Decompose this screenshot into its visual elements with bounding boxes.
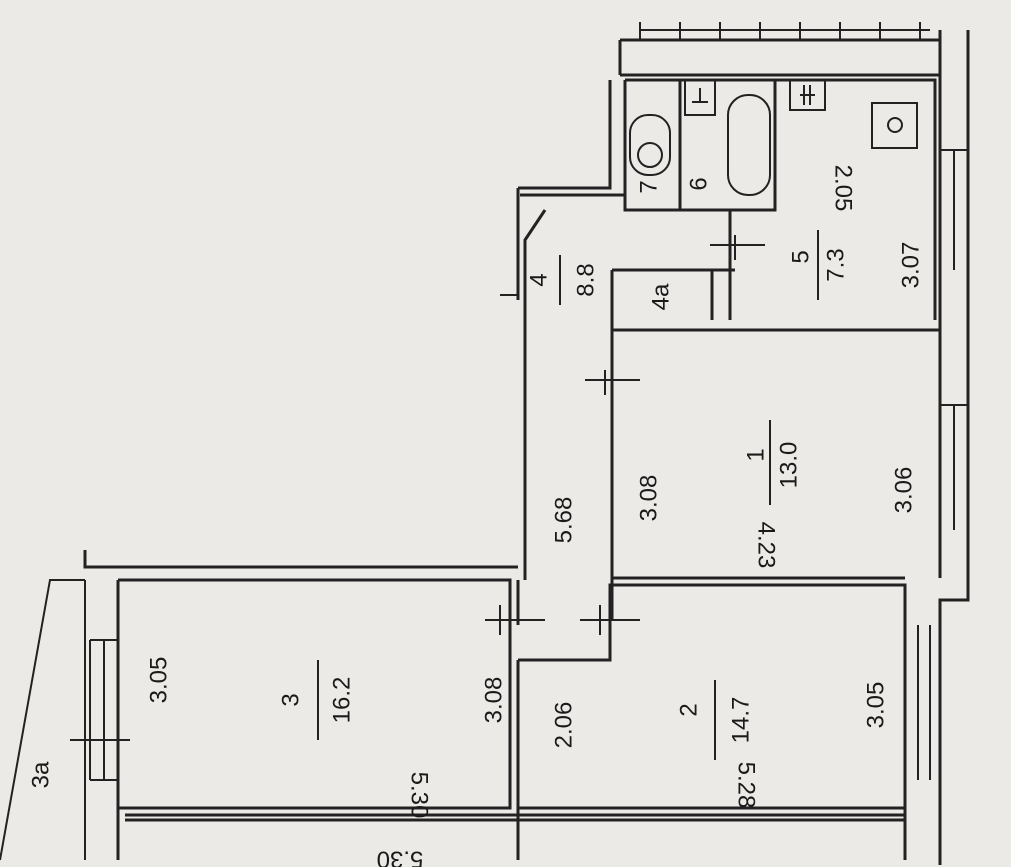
room-labels: 3a 3.05 3 16.2 3.08 5.30 5.30 2.06 2 14.…: [27, 165, 924, 867]
room-5-area: 7.3: [822, 248, 849, 281]
outer-dim-bottom: 5.30: [377, 846, 424, 867]
room-2-dim-bottom: 5.28: [733, 762, 760, 809]
room-3-dim-bottom: 5.30: [406, 772, 433, 819]
room-1-dim-left: 3.08: [635, 475, 662, 522]
room-4-dim: 5.68: [550, 497, 577, 544]
walls: [0, 22, 970, 865]
room-3-dim-right: 3.08: [480, 677, 507, 724]
room-3-number: 3: [277, 693, 304, 706]
room-3-dim-left: 3.05: [145, 657, 172, 704]
room-1-area: 13.0: [775, 442, 802, 489]
room-2-dim-left: 2.06: [550, 702, 577, 749]
room-1-dim-right: 3.06: [890, 467, 917, 514]
room-3-area: 16.2: [328, 677, 355, 724]
room-5-dim-top: 2.05: [830, 165, 857, 212]
room-5-number: 5: [787, 250, 814, 263]
room-1-number: 1: [742, 448, 769, 461]
room-7-number: 7: [635, 180, 662, 193]
room-4-area: 8.8: [572, 263, 599, 296]
room-3a-label: 3a: [27, 761, 54, 788]
room-1-dim-bottom: 4.23: [753, 522, 780, 569]
room-2-number: 2: [675, 703, 702, 716]
room-6-number: 6: [685, 177, 712, 190]
room-5-dim-right: 3.07: [897, 242, 924, 289]
room-2-area: 14.7: [727, 697, 754, 744]
room-2-dim-right: 3.05: [862, 682, 889, 729]
room-4a-number: 4a: [647, 283, 674, 310]
room-4-number: 4: [525, 273, 552, 286]
